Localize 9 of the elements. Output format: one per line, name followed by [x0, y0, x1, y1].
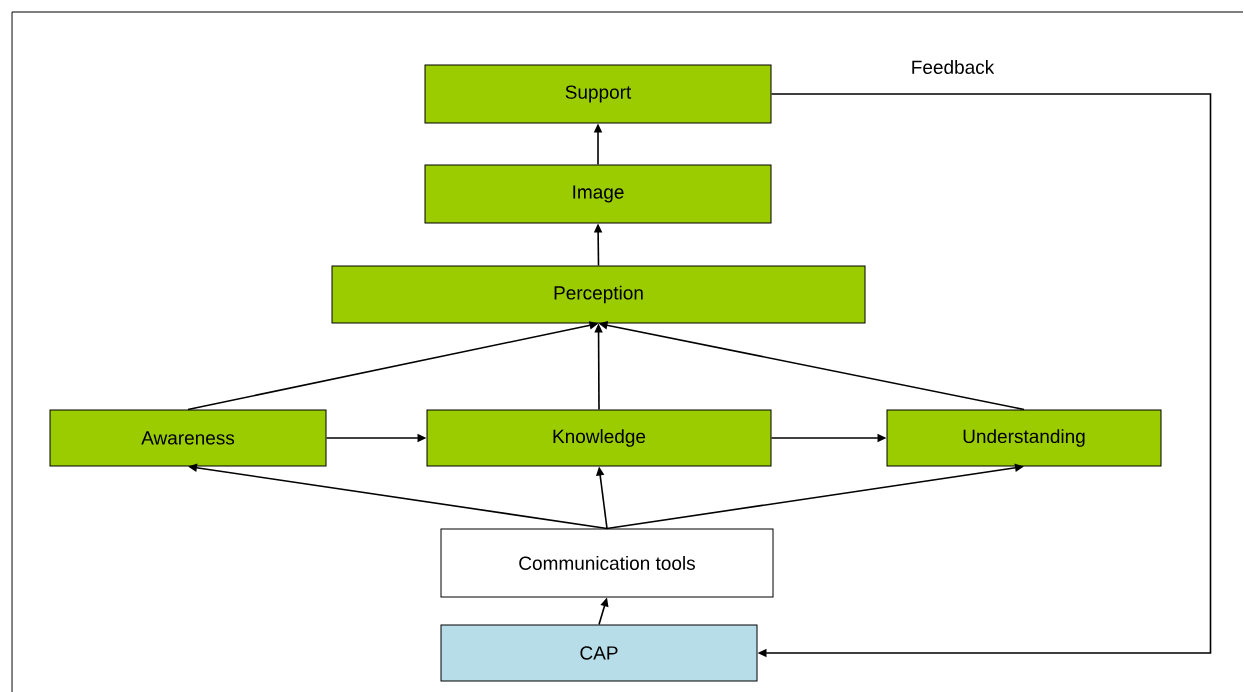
process-box: CAP [440, 624, 758, 682]
process-box: Understanding [886, 409, 1162, 467]
edge-label: Feedback [912, 60, 995, 74]
process-box: Support [424, 64, 772, 124]
process-box: Knowledge [426, 409, 772, 467]
process-box: Perception [331, 265, 866, 324]
process-box: Communication tools [440, 528, 774, 598]
process-box: Image [424, 164, 772, 224]
process-box: Awareness [49, 409, 327, 467]
